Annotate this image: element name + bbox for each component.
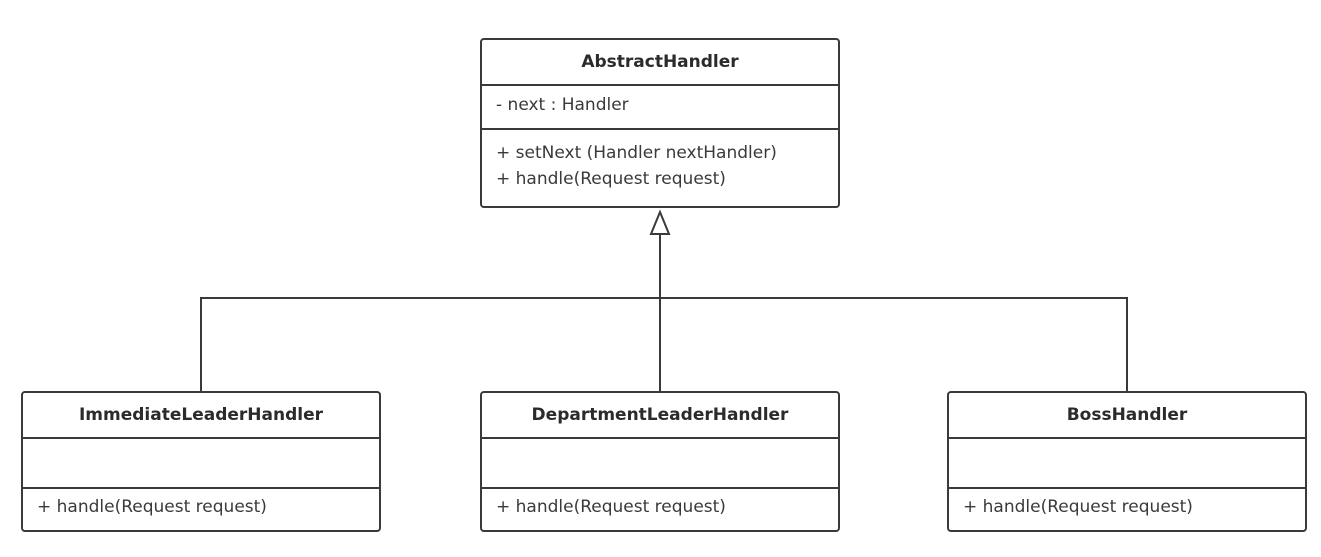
abstract-handler-class[interactable]: AbstractHandler - next : Handler + setNe… — [480, 38, 840, 208]
methods-section: + handle(Request request) — [482, 489, 838, 526]
connector-immediate — [200, 297, 660, 391]
connector-boss — [660, 297, 1128, 391]
generalization-arrowhead — [649, 209, 671, 235]
method-handle: + handle(Request request) — [37, 497, 267, 517]
methods-section: + setNext (Handler nextHandler) + handle… — [482, 130, 838, 198]
method-handle: + handle(Request request) — [496, 497, 726, 517]
class-name: AbstractHandler — [482, 40, 838, 86]
attributes-section — [482, 439, 838, 489]
attributes-section: - next : Handler — [482, 86, 838, 130]
department-leader-handler-class[interactable]: DepartmentLeaderHandler + handle(Request… — [480, 391, 840, 532]
attributes-section — [23, 439, 379, 489]
method-handle: + handle(Request request) — [496, 169, 726, 189]
class-name: DepartmentLeaderHandler — [482, 393, 838, 439]
immediate-leader-handler-class[interactable]: ImmediateLeaderHandler + handle(Request … — [21, 391, 381, 532]
methods-section: + handle(Request request) — [949, 489, 1305, 526]
class-name: ImmediateLeaderHandler — [23, 393, 379, 439]
boss-handler-class[interactable]: BossHandler + handle(Request request) — [947, 391, 1307, 532]
method-handle: + handle(Request request) — [963, 497, 1193, 517]
method-setnext: + setNext (Handler nextHandler) — [496, 143, 777, 163]
attribute-next: - next : Handler — [496, 95, 629, 115]
class-name: BossHandler — [949, 393, 1305, 439]
attributes-section — [949, 439, 1305, 489]
methods-section: + handle(Request request) — [23, 489, 379, 526]
